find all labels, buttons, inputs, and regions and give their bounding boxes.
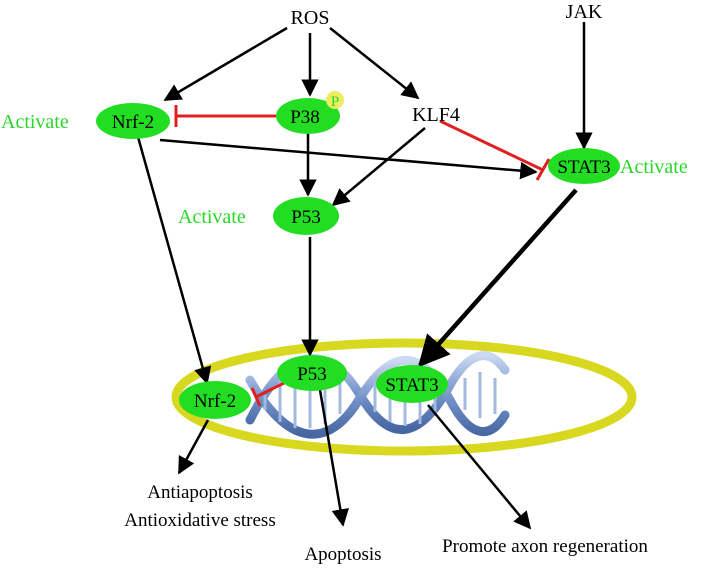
edge-nrf2-nucleus [136, 136, 212, 385]
nucleus-ring [171, 338, 637, 456]
node-stat3-nucleus-label: STAT3 [385, 375, 438, 396]
activate-nrf2-label: Activate [1, 111, 69, 133]
inhibit-p53-nrf2-bar [250, 387, 262, 407]
phospho-marker [326, 91, 344, 109]
edge-ros-nrf2 [163, 26, 288, 102]
inhibit-klf4-stat3 [439, 119, 544, 172]
activate-stat3-label: Activate [620, 156, 688, 178]
outcome-antiapoptosis: Antiapoptosis [147, 482, 253, 503]
phospho-marker-label: P [331, 94, 339, 110]
node-stat3 [548, 148, 620, 184]
edge-stat3-nucleus [417, 188, 578, 368]
node-p53-nucleus [277, 355, 347, 391]
edge-p53-apoptosis [318, 389, 349, 527]
node-nrf2-nucleus [179, 381, 251, 419]
edge-ros-klf4 [329, 27, 420, 100]
node-p38-label: P38 [290, 107, 320, 128]
outcome-antioxidative: Antioxidative stress [124, 510, 275, 531]
node-nrf2 [96, 103, 170, 139]
node-klf4-label: KLF4 [412, 104, 460, 126]
node-stat3-nucleus [376, 365, 448, 403]
edge-stat3-axon [427, 404, 532, 530]
node-p53 [273, 197, 339, 235]
node-p53-label: P53 [291, 207, 321, 228]
edge-nrf2-antiapoptosis [177, 419, 210, 475]
outcome-axon: Promote axon regeneration [442, 536, 648, 557]
node-jak-label: JAK [566, 1, 603, 23]
outcome-apoptosis: Apoptosis [304, 544, 381, 565]
edge-nrf2-stat3 [159, 138, 538, 180]
node-nrf2-nucleus-label: Nrf-2 [194, 391, 236, 412]
node-p38 [276, 98, 340, 134]
inhibit-klf4-stat3-bar [535, 158, 551, 181]
node-p53-nucleus-label: P53 [297, 364, 327, 385]
activate-p53-label: Activate [178, 206, 246, 228]
node-nrf2-label: Nrf-2 [112, 112, 154, 133]
node-ros-label: ROS [291, 7, 330, 29]
node-stat3-label: STAT3 [557, 157, 610, 178]
edge-klf4-p53 [331, 127, 426, 207]
